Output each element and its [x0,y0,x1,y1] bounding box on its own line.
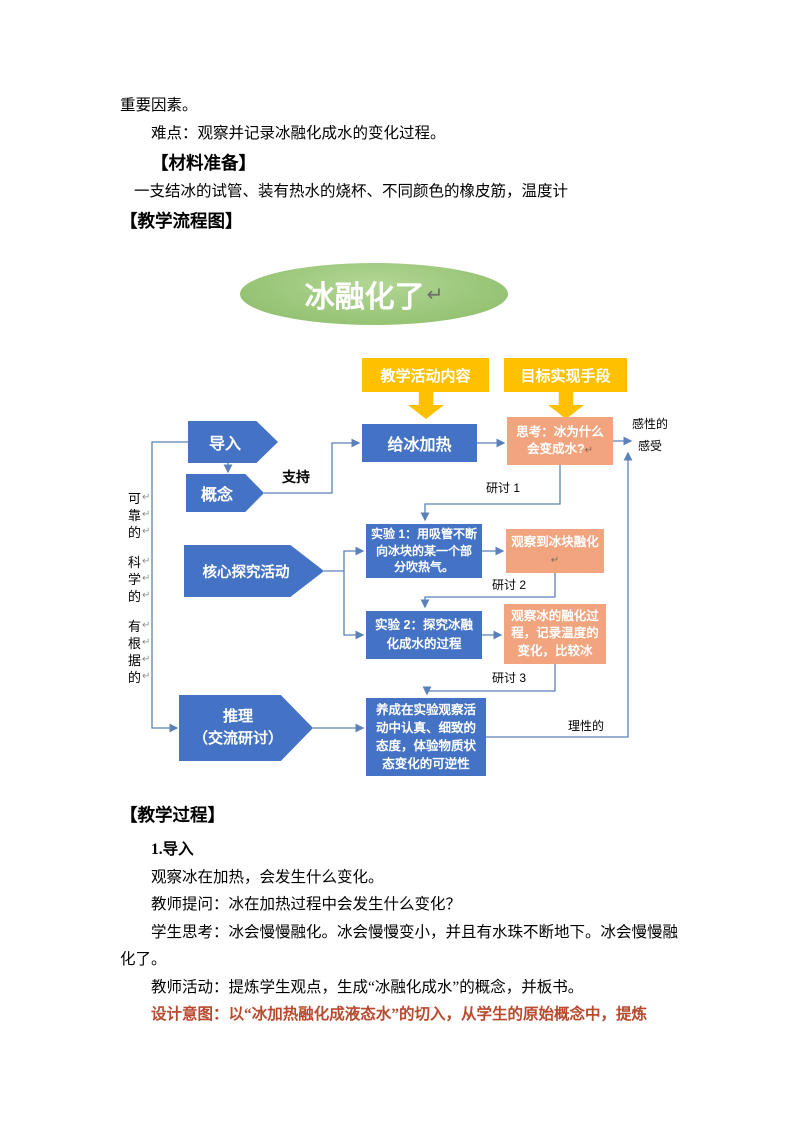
column-header-activity: 教学活动内容 [362,358,489,392]
box-yangcheng: 养成在实验观察活动中认真、细致的态度，体验物质状态变化的可逆性 [366,698,486,776]
connector-hexin-shiyan2 [343,571,365,640]
step-hexin-label: 核心探究活动 [202,564,290,581]
heading-process: 【教学过程】 [120,805,225,825]
step-gainian-label: 概念 [200,487,233,504]
label-ganxing: 感性的 [632,417,669,431]
connector-yantao2 [420,573,556,609]
pilcrow-mark: ↵ [550,555,560,566]
box-sikao-label: 思考：冰为什么会变成水?↵ [516,424,604,457]
label-yantao2: 研讨 2 [492,578,527,592]
design-intent-paragraph: 设计意图：以“冰加热融化成液态水”的切入，从学生的原始概念中，提炼 [151,1006,648,1023]
label-yantao3: 研讨 3 [492,671,527,685]
down-arrow-icon [408,392,444,419]
box-guancha1: 观察到冰块融化↵ [506,529,604,573]
paragraph: 教师活动：提炼学生观点，生成“冰融化成水”的概念，并板书。 [151,978,584,996]
box-guancha1-label: 观察到冰块融化↵ [511,534,599,567]
column-header-activity-label: 教学活动内容 [380,367,471,385]
box-jiare-label: 给冰加热 [387,437,452,454]
step-daoru: 导入 [188,421,278,463]
label-yantao1: 研讨 1 [486,481,521,495]
teaching-flowchart: 冰融化了 ↵ 教学活动内容 目标实现手段 导入 概念 核心探究活动 推理 （交流… [0,239,794,804]
label-ganshou: 感受 [638,439,663,453]
box-shiyan2: 实验 2：探究冰融化成水的过程 [366,611,482,659]
connector-yantao3 [422,664,556,696]
connector-zhichi [264,438,361,494]
box-jiare: 给冰加热 [362,424,477,462]
step-tuili: 推理 （交流研讨） [179,695,313,761]
pilcrow-mark: ↵ [584,445,594,456]
down-arrow-icon [548,392,584,419]
box-shiyan1: 实验 1：用吸管不断向冰块的某一个部分吹热气。 [366,524,482,578]
box-guancha2-label: 观察冰的融化过程，记录温度的变化，比较冰 [511,608,599,658]
side-note: 可↵靠↵的↵科↵学↵的↵有↵根↵据↵的↵ [128,491,151,685]
paragraph: 观察冰在加热，会发生什么变化。 [151,868,384,886]
step-tuili-label: 推理 [222,707,253,725]
connector-left-loop [151,441,188,733]
paragraph: 重要因素。 [120,97,198,114]
heading-materials: 【材料准备】 [151,153,256,173]
box-guancha2: 观察冰的融化过程，记录温度的变化，比较冰 [504,604,606,664]
paragraph: 教师提问：冰在加热过程中会发生什么变化？ [151,896,462,913]
box-shiyan1-label: 实验 1：用吸管不断向冰块的某一个部分吹热气。 [371,526,478,575]
label-lixing: 理性的 [568,719,605,733]
heading-flowchart: 【教学流程图】 [120,211,243,231]
step-tuili-sublabel: （交流研讨） [192,730,283,747]
box-sikao: 思考：冰为什么会变成水?↵ [507,417,613,465]
paragraph: 学生思考：冰会慢慢融化。冰会慢慢变小，并且有水珠不断地下。冰会慢慢融化了。 [120,923,679,969]
paragraph-materials: 一支结冰的试管、装有热水的烧杯、不同颜色的橡皮筋，温度计 [134,183,569,200]
connector-hexin-shiyan1 [343,546,365,571]
top-text-block: 重要因素。 难点：观察并记录冰融化成水的变化过程。 【材料准备】 一支结冰的试管… [120,92,678,236]
column-header-target-label: 目标实现手段 [520,367,611,385]
step-hexin: 核心探究活动 [184,545,324,597]
step-gainian: 概念 [186,474,264,512]
label-zhichi: 支持 [282,469,310,485]
step-heading: 1.导入 [151,841,194,858]
box-shiyan2-label: 实验 2：探究冰融化成水的过程 [375,618,473,651]
pilcrow-mark: ↵ [426,283,444,306]
paragraph: 难点：观察并记录冰融化成水的变化过程。 [151,125,446,142]
box-yangcheng-label: 养成在实验观察活动中认真、细致的态度，体验物质状态变化的可逆性 [375,702,476,772]
step-daoru-label: 导入 [208,436,241,453]
flowchart-title: 冰融化了 [304,281,425,314]
bottom-text-block: 【教学过程】 1.导入 观察冰在加热，会发生什么变化。 教师提问：冰在加热过程中… [120,800,678,1029]
flowchart-title-ellipse: 冰融化了 ↵ [240,263,508,325]
column-header-target: 目标实现手段 [504,358,627,392]
